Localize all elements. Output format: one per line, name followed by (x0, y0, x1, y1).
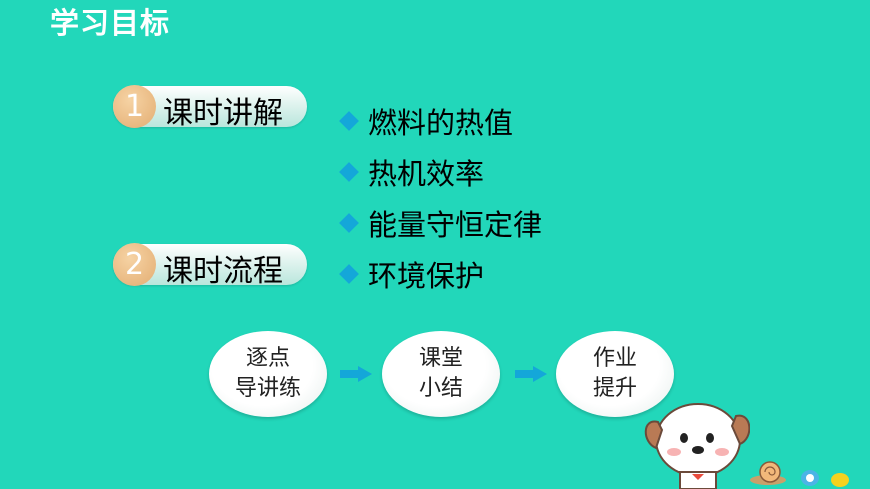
bullet-text: 环境保护 (368, 258, 485, 293)
flow-step-line2: 小结 (418, 376, 463, 401)
flow-step-line2: 提升 (592, 376, 637, 401)
snail-icon (750, 461, 849, 487)
flow-step-line1: 作业 (592, 346, 637, 371)
section-label: 课时讲解 (163, 96, 283, 131)
bullet-list: 燃料的热值 热机效率 能量守恒定律 环境保护 (338, 95, 542, 299)
section-number-badge: 1 (113, 85, 156, 128)
bullet-text: 燃料的热值 (368, 105, 514, 140)
page-title: 学习目标 (50, 6, 171, 40)
cartoon-dog-icon (644, 403, 750, 489)
diamond-bullet-icon (339, 161, 359, 182)
section-number-badge: 2 (113, 243, 156, 286)
bullet-text: 热机效率 (368, 156, 485, 191)
bullet-item: 环境保护 (338, 248, 542, 299)
diamond-bullet-icon (339, 212, 359, 233)
section-item-process[interactable]: 2 课时流程 (113, 243, 307, 289)
bullet-item: 燃料的热值 (338, 95, 542, 146)
section-label: 课时流程 (163, 254, 283, 289)
right-arrow-icon (340, 366, 372, 382)
flow-step-lecture[interactable]: 逐点 导讲练 (209, 331, 327, 417)
flow-step-homework[interactable]: 作业 提升 (556, 331, 674, 417)
flow-step-line1: 逐点 (245, 346, 290, 371)
flow-step-line1: 课堂 (418, 346, 463, 371)
bullet-item: 能量守恒定律 (338, 197, 542, 248)
bullet-item: 热机效率 (338, 146, 542, 197)
diamond-bullet-icon (339, 110, 359, 131)
section-item-lecture[interactable]: 1 课时讲解 (113, 85, 307, 131)
flow-step-summary[interactable]: 课堂 小结 (382, 331, 500, 417)
diamond-bullet-icon (339, 263, 359, 284)
bullet-text: 能量守恒定律 (368, 207, 543, 242)
flow-step-line2: 导讲练 (234, 376, 301, 401)
right-arrow-icon (515, 366, 547, 382)
